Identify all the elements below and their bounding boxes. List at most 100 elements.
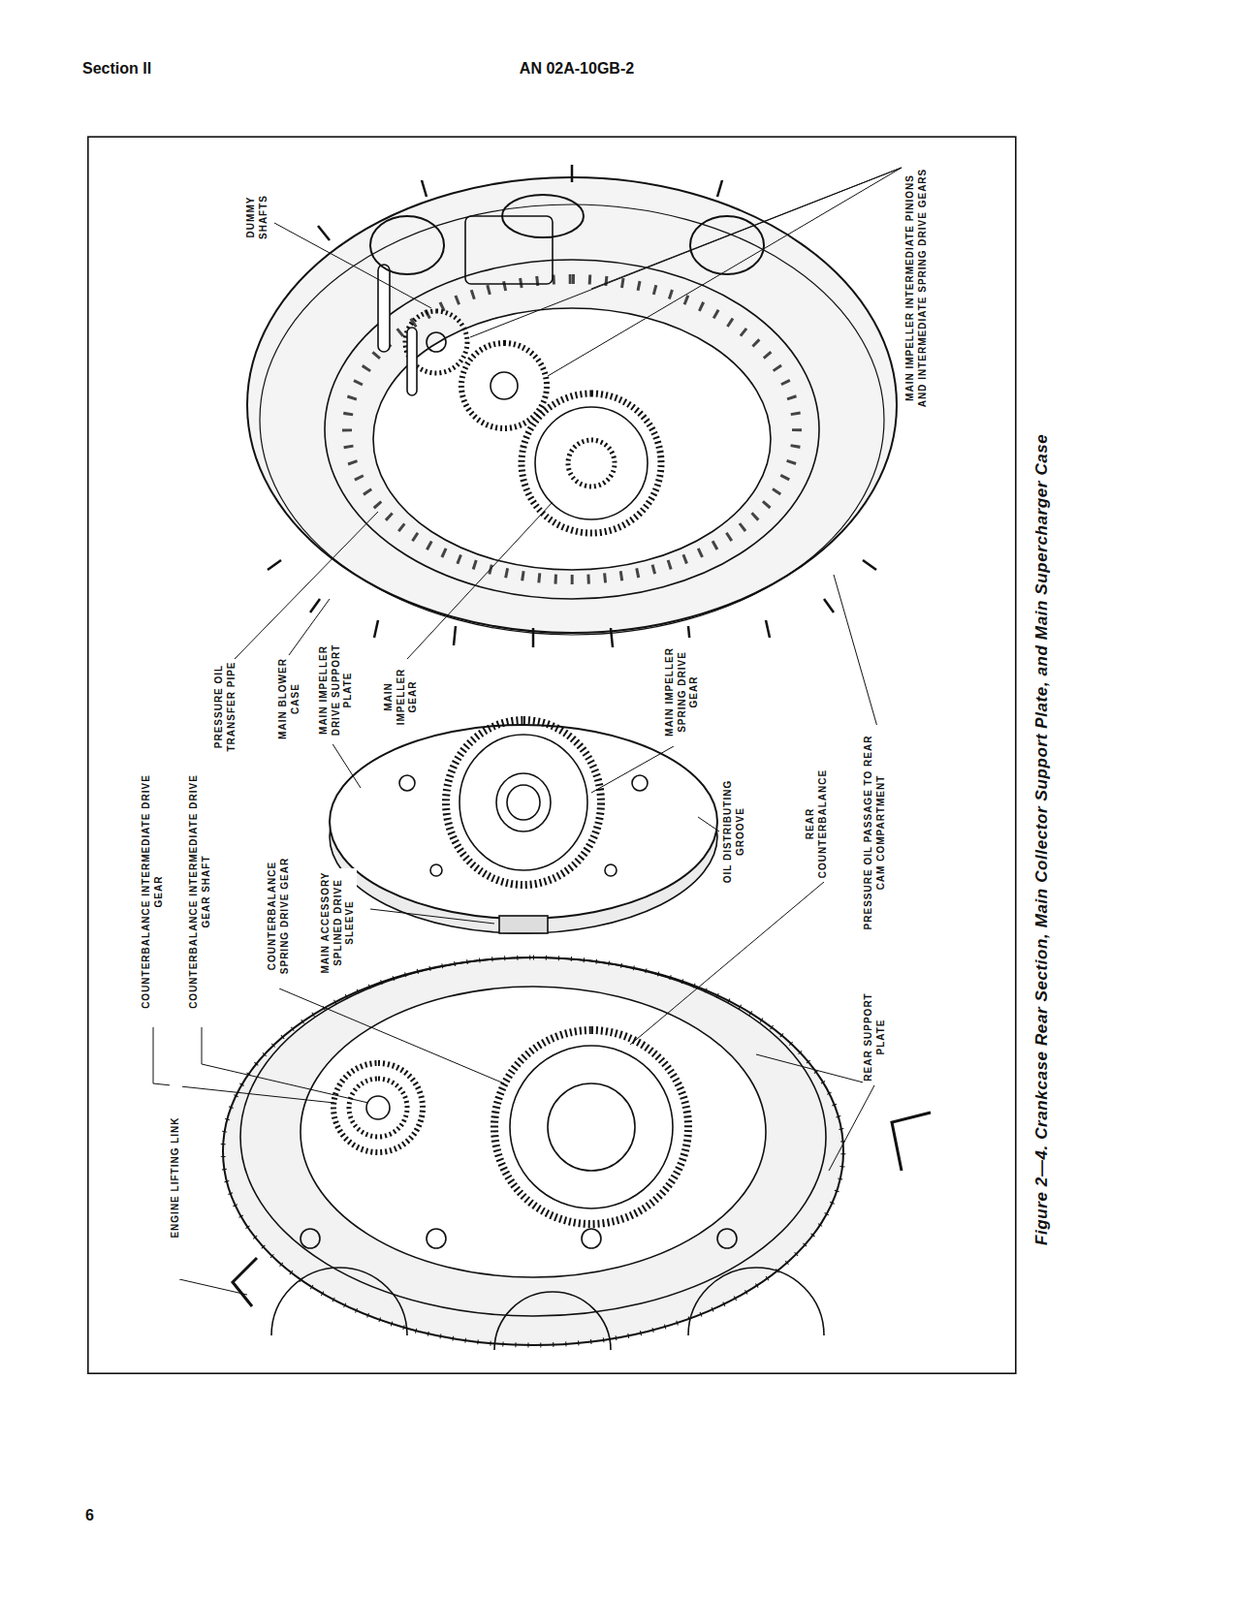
drawing-part [632,775,648,792]
part-label: MAIN IMPELLER DRIVE SUPPORT PLATE [317,635,355,745]
drawing-part [222,957,844,1346]
rotated-figure: DUMMY SHAFTS MAIN IMPELLER INTERMEDIATE P… [87,135,1077,1375]
part-label: COUNTERBALANCE INTERMEDIATE DRIVE GEAR [140,756,165,1028]
drawing-part [604,864,617,877]
leader-line [697,817,720,832]
part-label: REAR COUNTERBALANCE [804,765,829,883]
part-label: MAIN IMPELLER INTERMEDIATE PINIONS AND I… [904,160,929,415]
drawing-part [267,164,877,648]
drawing-part [688,1267,824,1336]
leader-line [591,167,902,289]
leader-line [279,988,505,1084]
leader-line [317,225,330,241]
drawing-part [259,204,885,635]
leader-line [570,164,574,183]
drawing-part [499,916,548,934]
leader-line [823,599,834,613]
leader-line [234,511,379,660]
drawing-part [240,957,826,1317]
leader-line [267,560,282,570]
part-label: MAIN BLOWER CASE [277,655,302,743]
figure-caption: Figure 2—4. Crankcase Rear Section, Main… [1032,434,1052,1246]
drawing-part [717,1229,737,1249]
drawing-part [506,785,540,821]
leader-line [421,180,427,197]
leader-line [591,746,674,793]
drawing-part [378,264,390,352]
drawing-part [426,332,446,352]
leader-line [630,882,824,1045]
page-header: Section II [82,60,152,78]
leader-line [370,909,495,924]
drawing-part [465,216,553,285]
part-label: COUNTERBALANCE INTERMEDIATE DRIVE GEAR S… [188,756,213,1028]
drawing-part [222,957,844,1346]
drawing-part [459,734,588,871]
drawing-part [88,136,1016,1374]
leader-line [201,1027,203,1065]
drawing-part [333,1063,423,1153]
leader-line [610,628,613,648]
leader-line [201,1064,369,1104]
drawing-part [891,1112,931,1172]
drawing-part [445,720,602,886]
drawing-part [521,393,662,534]
drawing-part [547,1083,635,1172]
drawing-part [329,725,718,919]
leader-line [453,626,456,646]
drawing-part [347,279,797,580]
leader-line [532,628,536,648]
part-label: DUMMY SHAFTS [245,182,270,253]
part-label: OIL DISTRIBUTING GROOVE [722,765,747,898]
leader-line [756,1054,875,1086]
drawing-part [373,308,771,570]
page-header: AN 02A-10GB-2 [494,60,660,78]
drawing-part [426,1229,446,1249]
drawing-part [509,1045,673,1209]
leader-line [765,620,770,638]
page-number: 6 [85,1507,95,1525]
part-label: COUNTERBALANCE SPRING DRIVE GEAR [266,843,291,989]
drawing-part [461,343,547,429]
drawing-part [399,775,415,792]
drawing-part [366,1096,390,1120]
leader-line [179,1279,248,1296]
drawing-part [496,773,551,832]
drawing-part [370,216,444,275]
drawing-part [324,259,820,600]
leader-line [274,222,432,309]
leader-line [833,574,878,728]
drawing-part [300,986,766,1278]
leader-line [310,599,320,613]
drawing-part [430,864,443,877]
leader-line [547,167,902,377]
leader-line [828,1085,875,1172]
leader-line [374,620,379,638]
leader-line [153,1027,155,1084]
drawing-part [271,1267,408,1336]
drawing-part [153,167,902,1296]
part-label: PRESSURE OIL PASSAGE TO REAR CAM COMPART… [862,725,887,941]
part-label: MAIN IMPELLER SPRING DRIVE GEAR [664,637,701,747]
drawing-part [88,136,1016,1374]
part-label: MAIN IMPELLER GEAR [382,659,420,735]
part-label: REAR SUPPORT PLATE [862,988,887,1086]
drawing-part [247,177,897,634]
drawing-part [690,216,764,275]
leader-line [470,167,902,338]
drawing-part [494,1292,611,1351]
part-label: ENGINE LIFTING LINK [169,1076,183,1280]
drawing-part [581,1229,602,1249]
drawing-part [407,327,417,396]
drawing-part [494,1030,689,1225]
part-label: PRESSURE OIL TRANSFER PIPE [213,659,238,755]
drawing-part [348,1078,408,1138]
leader-line [862,560,877,570]
part-label: MAIN ACCESSORY SPLINED DRIVE SLEEVE [319,868,357,978]
leader-line [407,502,553,660]
leader-line [717,180,723,197]
drawing-part [300,1229,320,1249]
leader-line [331,742,361,789]
drawing-part [232,1258,257,1307]
drawing-part [490,372,518,400]
